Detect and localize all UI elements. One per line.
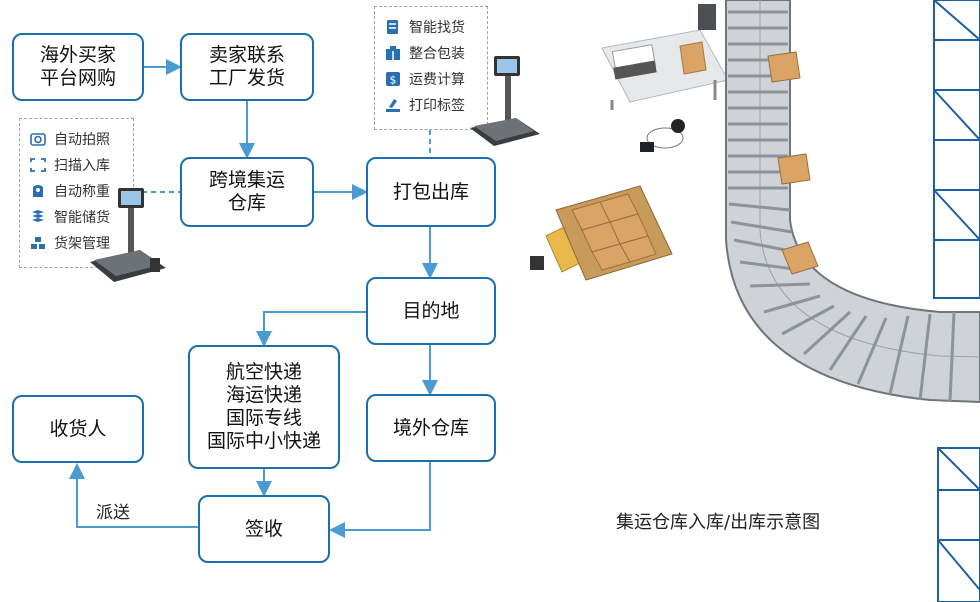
storage-icon — [30, 209, 46, 225]
feature-label: 货架管理 — [54, 236, 110, 252]
shelving-rack — [933, 0, 980, 299]
feature-auto-weigh: 自动称重 — [30, 181, 110, 201]
feature-auto-photo: 自动拍照 — [30, 129, 110, 149]
package-icon — [385, 45, 401, 61]
feature-label: 打印标签 — [409, 98, 465, 114]
pack-outbound-node: 打包出库 — [366, 157, 496, 227]
seller-ship-label: 卖家联系 工厂发货 — [208, 44, 285, 89]
feature-label: 扫描入库 — [54, 158, 110, 174]
feature-label: 自动称重 — [54, 184, 110, 200]
cross-border-warehouse-node: 跨境集运 仓库 — [180, 157, 314, 227]
shelf-icon — [30, 235, 46, 251]
seller-ship-node: 卖家联系 工厂发货 — [180, 33, 314, 101]
worker — [640, 119, 685, 152]
overseas-warehouse-label: 境外仓库 — [392, 416, 469, 439]
destination-label: 目的地 — [402, 299, 460, 322]
print-icon — [385, 97, 401, 113]
weight-icon — [30, 183, 46, 199]
feature-combine-pack: 整合包装 — [385, 43, 465, 63]
search-goods-icon — [385, 19, 401, 35]
scan-icon — [30, 157, 46, 173]
feature-print-label: 打印标签 — [385, 95, 465, 115]
feature-label: 智能储货 — [54, 210, 110, 226]
shelving-rack-lower — [937, 447, 980, 602]
intake-features-panel: 自动拍照 扫描入库 自动称重 智能储货 货架管理 — [19, 118, 134, 268]
feature-freight-calc: $ 运费计算 — [385, 69, 465, 89]
receiver-label: 收货人 — [49, 417, 107, 440]
feature-scan-in: 扫描入库 — [30, 155, 110, 175]
feature-smart-find: 智能找货 — [385, 17, 465, 37]
workstation — [601, 4, 729, 110]
destination-node: 目的地 — [366, 277, 496, 345]
overseas-buyer-node: 海外买家 平台网购 — [12, 33, 144, 101]
feature-label: 自动拍照 — [54, 132, 110, 148]
roller-conveyor — [725, 0, 980, 404]
pallet-jack — [530, 185, 673, 281]
overseas-buyer-label: 海外买家 平台网购 — [39, 44, 116, 89]
express-options-node: 航空快递 海运快递 国际专线 国际中小快递 — [188, 345, 340, 469]
feature-label: 整合包装 — [409, 46, 465, 62]
diagram-caption: 集运仓库入库/出库示意图 — [616, 512, 821, 533]
receiver-node: 收货人 — [12, 395, 144, 463]
dollar-icon: $ — [385, 71, 401, 87]
feature-label: 运费计算 — [409, 72, 465, 88]
overseas-warehouse-node: 境外仓库 — [366, 394, 496, 462]
camera-icon — [30, 131, 46, 147]
outbound-features-panel: 智能找货 整合包装 $ 运费计算 打印标签 — [374, 6, 488, 130]
feature-shelf-manage: 货架管理 — [30, 233, 110, 253]
cross-border-warehouse-label: 跨境集运 仓库 — [208, 169, 285, 214]
svg-text:$: $ — [390, 74, 397, 87]
sign-label: 签收 — [244, 517, 283, 540]
sign-node: 签收 — [198, 495, 330, 563]
express-options-label: 航空快递 海运快递 国际专线 国际中小快递 — [206, 361, 321, 452]
pack-outbound-label: 打包出库 — [392, 180, 469, 203]
feature-label: 智能找货 — [409, 20, 465, 36]
feature-smart-storage: 智能储货 — [30, 207, 110, 227]
dispatch-label: 派送 — [96, 503, 130, 523]
